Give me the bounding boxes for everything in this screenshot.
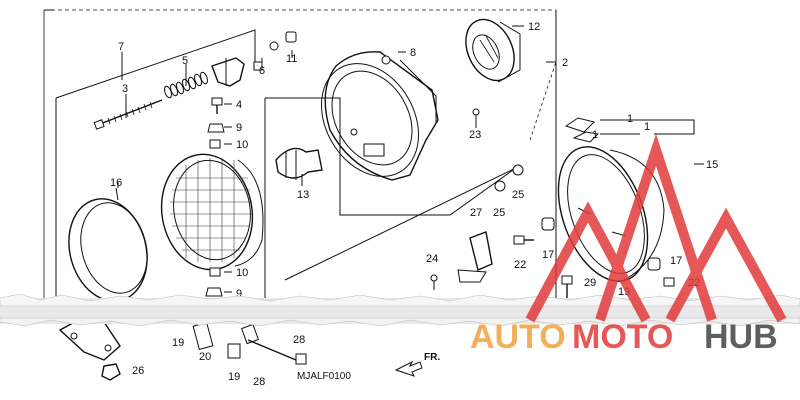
- emblem-part: [564, 117, 695, 143]
- callout-23: 23: [469, 129, 481, 141]
- callout-1-b: 1: [644, 121, 650, 133]
- callout-19-left: 19: [172, 337, 184, 349]
- stay-27-part: [457, 231, 493, 283]
- leader-lines: [117, 25, 704, 293]
- bolt-29-part: [561, 275, 573, 298]
- headlight-unit-part: [160, 153, 264, 271]
- callout-22-a: 22: [514, 259, 526, 271]
- callout-10-upper: 10: [236, 139, 248, 151]
- watermark-hub: HUB: [704, 318, 778, 356]
- torn-paper-band: [0, 293, 800, 327]
- bolt-28-part: [240, 323, 307, 365]
- callout-28-lower: 28: [253, 376, 265, 388]
- rim-ring-part: [68, 187, 148, 302]
- watermark-auto: AUTO: [470, 318, 566, 356]
- callout-19-mid: 19: [228, 371, 240, 383]
- cover-part: [465, 18, 521, 83]
- callout-7: 7: [118, 41, 124, 53]
- grommet-25-part: [494, 164, 524, 192]
- callout-25-a: 25: [512, 189, 524, 201]
- callout-17-a: 17: [542, 249, 554, 261]
- nut-26-part: [101, 363, 121, 381]
- callout-numbers: 7 3 5 4 9 10 10 9 6 11 13 8 12 2 23 16 1…: [110, 21, 718, 388]
- assembly-frame: [43, 9, 557, 320]
- adjusting-screw-part: [93, 99, 163, 130]
- callout-1-c: 1: [592, 129, 598, 141]
- watermark-moto: MOTO: [572, 318, 673, 356]
- callout-10-lower: 10: [236, 267, 248, 279]
- watermark-logo: AUTO MOTO HUB: [470, 134, 787, 356]
- collar-10-lower-part: [205, 267, 223, 297]
- screw-23-part: [472, 108, 480, 125]
- callout-12: 12: [528, 21, 540, 33]
- headlight-case-part: [321, 51, 439, 181]
- front-direction-arrow: FR.: [394, 352, 440, 377]
- callout-16: 16: [110, 177, 122, 189]
- callout-28-upper: 28: [293, 334, 305, 346]
- collar-19-part: [227, 343, 241, 359]
- callout-26: 26: [132, 365, 144, 377]
- callout-13: 13: [297, 189, 309, 201]
- washer-9-part: [207, 123, 225, 133]
- spring-part: [164, 71, 208, 99]
- callout-9-lower: 9: [236, 288, 242, 300]
- callout-24: 24: [426, 253, 438, 265]
- collar-20-part: [192, 321, 214, 351]
- callout-2: 2: [562, 57, 568, 69]
- callout-25-b: 25: [493, 207, 505, 219]
- callout-20: 20: [199, 351, 211, 363]
- lower-bracket-part: [58, 317, 121, 361]
- callout-11: 11: [286, 53, 297, 65]
- callout-9-upper: 9: [236, 122, 242, 134]
- mount-bracket-part: [211, 31, 297, 87]
- callout-1-a: 1: [627, 113, 633, 125]
- callout-15: 15: [706, 159, 718, 171]
- bulb-part: [275, 147, 323, 180]
- bolt-4-part: [211, 97, 223, 114]
- callout-29: 29: [584, 277, 596, 289]
- callout-4: 4: [236, 99, 242, 111]
- callout-17-b: 17: [670, 255, 682, 267]
- callout-27: 27: [470, 207, 482, 219]
- screw-24-part: [430, 274, 438, 290]
- callout-6: 6: [259, 65, 265, 77]
- direction-label: FR.: [424, 352, 440, 363]
- callout-5: 5: [182, 55, 188, 67]
- callout-8: 8: [410, 47, 416, 59]
- collar-10-part: [209, 139, 221, 149]
- callout-3: 3: [122, 83, 128, 95]
- bolt-22-part: [513, 235, 675, 287]
- diagram-code: MJALF0100: [297, 371, 351, 382]
- collar-17-part: [541, 217, 661, 271]
